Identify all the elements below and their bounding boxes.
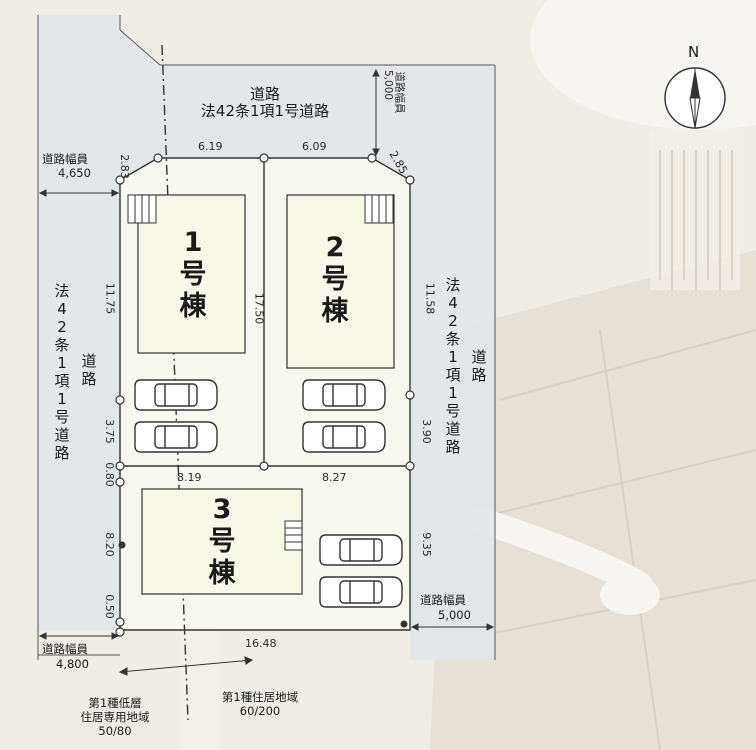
top-road-class: 法42条1項1号道路	[200, 102, 330, 120]
house-3-footprint	[141, 488, 303, 595]
dim-top-b: 6.09	[302, 140, 327, 153]
left-road-name: 道路	[81, 352, 97, 388]
house-2-to: 棟	[321, 296, 349, 327]
left-road-class: 法42条1項1号道路	[54, 282, 70, 462]
dim-bottom: 16.48	[245, 637, 277, 650]
bottom-right-road-width-label: 道路幅員	[420, 593, 466, 607]
dim-mid-divider: 17.50	[252, 292, 266, 325]
right-road-name: 道路	[471, 348, 487, 384]
top-left-road-width-value: 4,650	[58, 166, 91, 180]
zone-right-label: 第1種住居地域 60/200	[200, 690, 320, 718]
house-1-number: 1	[183, 227, 203, 258]
house-3-label: 3 号 棟	[207, 494, 237, 590]
dim-mid-b: 8.27	[322, 471, 347, 484]
top-road-label: 道路 法42条1項1号道路	[170, 86, 360, 120]
house-3-go: 号	[208, 526, 236, 557]
dim-corner-left: 2.83	[117, 154, 131, 179]
zone-left-label: 第1種低層 住居専用地域 50/80	[60, 696, 170, 738]
top-right-road-width-label: 道路幅員	[393, 71, 406, 114]
dim-top-a: 6.19	[198, 140, 223, 153]
car-icon	[302, 421, 386, 453]
bottom-right-road-width-value: 5,000	[438, 608, 471, 622]
dim-right-lot3: 9.35	[419, 532, 433, 557]
right-road-class: 法42条1項1号道路	[445, 276, 461, 456]
parking-cars	[134, 379, 403, 608]
house-3-number: 3	[212, 494, 232, 525]
car-icon	[319, 534, 403, 566]
top-right-road-width-value: 5,000	[382, 70, 394, 101]
dim-mid-a: 8.19	[177, 471, 202, 484]
bottom-left-road-width-label: 道路幅員	[42, 642, 88, 656]
top-left-road-width-label: 道路幅員	[42, 152, 88, 166]
house-2-footprint	[286, 194, 395, 369]
dim-left-lower: 3.75	[102, 419, 116, 444]
zone-left-type-b: 住居専用地域	[80, 710, 150, 724]
compass-north-label: N	[688, 43, 700, 61]
north-compass-icon	[664, 67, 726, 129]
dim-left-lot3: 8.20	[102, 532, 116, 557]
zone-right-ratio: 60/200	[239, 704, 281, 718]
car-icon	[319, 576, 403, 608]
house-2-label: 2 号 棟	[320, 232, 350, 328]
bottom-left-road-width-value: 4,800	[56, 657, 89, 671]
zoning-boundary-line	[161, 44, 189, 721]
car-icon	[134, 379, 218, 411]
top-road-name: 道路	[249, 85, 280, 103]
dim-right-upper: 11.58	[423, 282, 437, 315]
dim-left-upper: 11.75	[103, 282, 117, 315]
house-2-go: 号	[321, 264, 349, 295]
car-icon	[134, 421, 218, 453]
house-2-number: 2	[325, 232, 345, 263]
house-3-to: 棟	[208, 558, 236, 589]
dim-right-lower: 3.90	[419, 419, 433, 444]
zone-left-ratio: 50/80	[98, 724, 132, 738]
dim-left-gap: 0.80	[102, 462, 116, 487]
car-icon	[302, 379, 386, 411]
house-1-label: 1 号 棟	[178, 227, 208, 323]
house-1-to: 棟	[179, 291, 207, 322]
dim-left-bottom: 0.50	[102, 594, 116, 619]
house-1-go: 号	[179, 259, 207, 290]
zone-right-type: 第1種住居地域	[221, 690, 299, 704]
zone-left-type-a: 第1種低層	[88, 696, 142, 710]
